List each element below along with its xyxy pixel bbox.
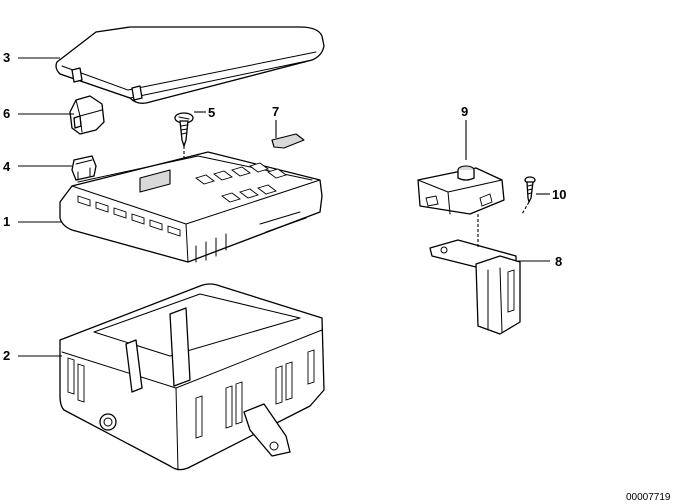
callout-5: 5 bbox=[208, 105, 215, 120]
part-fuse-carrier bbox=[59, 151, 323, 263]
part-fuse bbox=[71, 155, 97, 181]
part-screw bbox=[174, 112, 194, 162]
part-cover bbox=[55, 26, 325, 104]
document-number: 00007719 bbox=[626, 492, 671, 503]
part-relay-box bbox=[417, 165, 505, 215]
callout-4: 4 bbox=[3, 159, 11, 174]
callout-9: 9 bbox=[461, 104, 468, 119]
part-housing bbox=[59, 283, 325, 471]
callout-7: 7 bbox=[272, 104, 279, 119]
callout-3: 3 bbox=[3, 50, 10, 65]
part-mounting-bracket bbox=[429, 214, 521, 335]
part-relay-connector bbox=[69, 95, 105, 135]
part-clip bbox=[271, 133, 305, 149]
callout-2: 2 bbox=[3, 348, 10, 363]
callout-8: 8 bbox=[555, 254, 562, 269]
callout-leaders bbox=[18, 57, 550, 357]
callout-1: 1 bbox=[3, 214, 10, 229]
part-small-screw bbox=[521, 176, 536, 215]
callout-10: 10 bbox=[552, 187, 566, 202]
callout-6: 6 bbox=[3, 106, 10, 121]
